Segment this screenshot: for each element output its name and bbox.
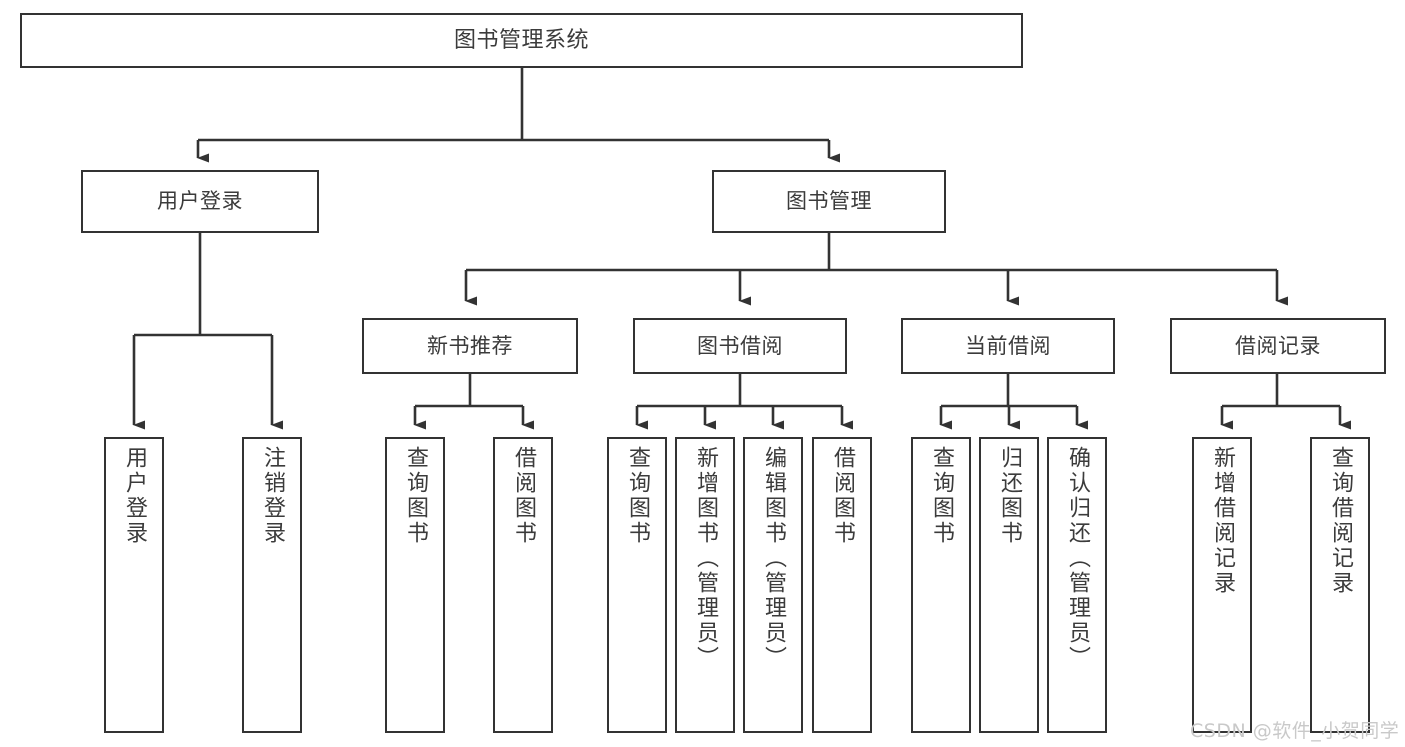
leaf-user-login-login-label: 用户登录	[122, 446, 147, 546]
leaf-current-borrow-query[interactable]: 查询图书	[911, 437, 971, 733]
leaf-book-borrow-borrow[interactable]: 借阅图书	[812, 437, 872, 733]
leaf-borrow-record-add-label: 新增借阅记录	[1210, 446, 1235, 596]
node-current-borrow[interactable]: 当前借阅	[901, 318, 1115, 374]
leaf-borrow-record-query-label: 查询借阅记录	[1328, 446, 1353, 596]
leaf-current-borrow-confirm-label: 确认归还（管理员）	[1065, 446, 1090, 671]
leaf-book-borrow-add-label: 新增图书（管理员）	[693, 446, 718, 671]
node-book-manage-label: 图书管理	[786, 189, 872, 214]
leaf-new-book-borrow-label: 借阅图书	[511, 446, 536, 546]
node-borrow-record-label: 借阅记录	[1235, 333, 1321, 358]
leaf-book-borrow-add[interactable]: 新增图书（管理员）	[675, 437, 735, 733]
leaf-user-login-logout[interactable]: 注销登录	[242, 437, 302, 733]
csdn-watermark: CSDN @软件_小贺同学	[1190, 720, 1400, 742]
node-new-book-recommend[interactable]: 新书推荐	[362, 318, 578, 374]
node-borrow-record[interactable]: 借阅记录	[1170, 318, 1386, 374]
leaf-borrow-record-add[interactable]: 新增借阅记录	[1192, 437, 1252, 733]
leaf-current-borrow-return[interactable]: 归还图书	[979, 437, 1039, 733]
node-user-login[interactable]: 用户登录	[81, 170, 319, 233]
leaf-book-borrow-edit[interactable]: 编辑图书（管理员）	[743, 437, 803, 733]
leaf-new-book-query-label: 查询图书	[403, 446, 428, 546]
node-book-borrow-label: 图书借阅	[697, 333, 783, 358]
leaf-new-book-query[interactable]: 查询图书	[385, 437, 445, 733]
leaf-current-borrow-query-label: 查询图书	[929, 446, 954, 546]
leaf-current-borrow-return-label: 归还图书	[997, 446, 1022, 546]
leaf-user-login-logout-label: 注销登录	[260, 446, 285, 546]
node-root-system[interactable]: 图书管理系统	[20, 13, 1023, 68]
node-current-borrow-label: 当前借阅	[965, 333, 1051, 358]
node-new-book-recommend-label: 新书推荐	[427, 333, 513, 358]
leaf-book-borrow-query[interactable]: 查询图书	[607, 437, 667, 733]
leaf-borrow-record-query[interactable]: 查询借阅记录	[1310, 437, 1370, 733]
node-book-manage[interactable]: 图书管理	[712, 170, 946, 233]
leaf-current-borrow-confirm[interactable]: 确认归还（管理员）	[1047, 437, 1107, 733]
leaf-book-borrow-borrow-label: 借阅图书	[830, 446, 855, 546]
node-user-login-label: 用户登录	[157, 189, 243, 214]
leaf-new-book-borrow[interactable]: 借阅图书	[493, 437, 553, 733]
node-root-system-label: 图书管理系统	[453, 27, 589, 53]
node-book-borrow[interactable]: 图书借阅	[633, 318, 847, 374]
leaf-book-borrow-edit-label: 编辑图书（管理员）	[761, 446, 786, 671]
leaf-book-borrow-query-label: 查询图书	[625, 446, 650, 546]
leaf-user-login-login[interactable]: 用户登录	[104, 437, 164, 733]
